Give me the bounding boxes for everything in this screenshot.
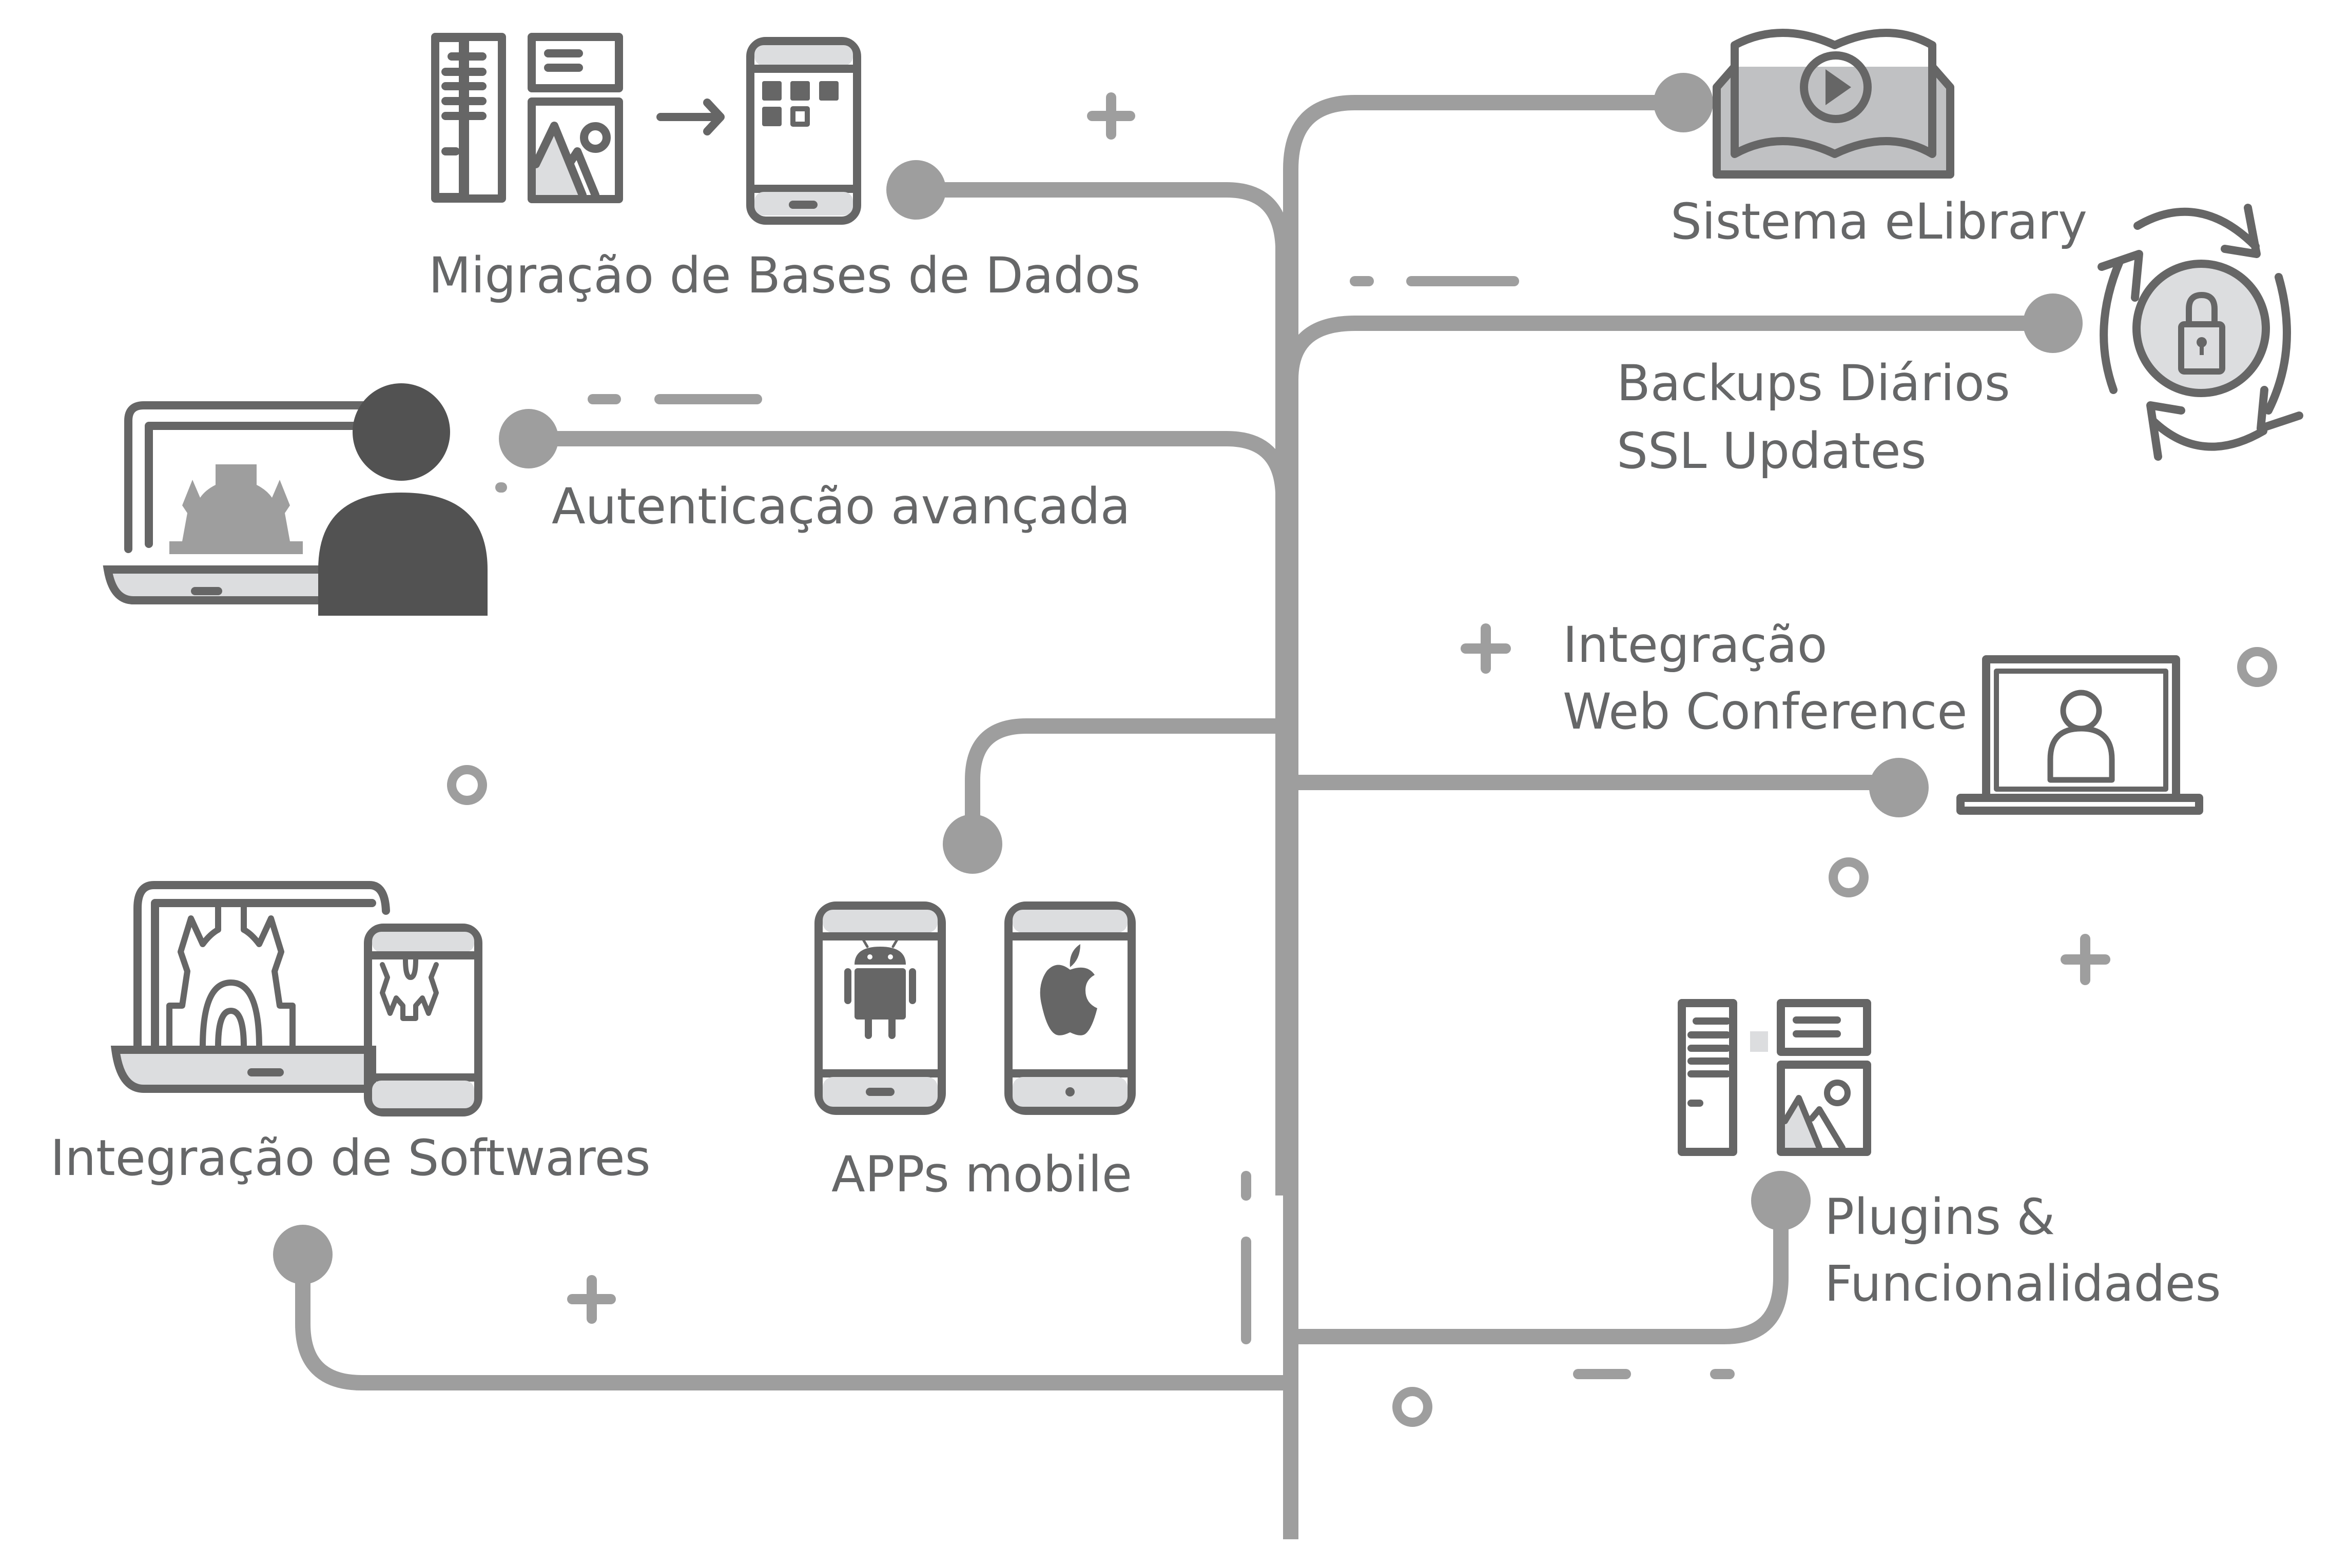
migration-page-layout-icon	[431, 33, 861, 225]
label-backups-line1: Backups Diários	[1617, 355, 2010, 412]
apple-icon	[1040, 944, 1097, 1035]
endpoint-dot-migracao	[886, 160, 946, 220]
label-webconf-line1: Integração	[1563, 616, 1827, 674]
branch-backups	[1283, 316, 2053, 380]
branch-apps	[965, 718, 1291, 844]
book-with-play-icon	[1713, 29, 1954, 179]
laptop-user-video-icon	[1956, 655, 2203, 815]
label-apps: APPs mobile	[831, 1146, 1132, 1203]
trunk-line	[1283, 95, 1678, 1539]
endpoint-dot-backups	[2023, 293, 2083, 353]
label-plugins: Plugins & Funcionalidades	[1824, 1188, 2221, 1312]
endpoint-dot-autenticacao	[499, 409, 558, 468]
decorations	[447, 92, 2277, 1427]
lock-with-sync-arrows-icon	[2098, 204, 2303, 461]
label-plugins-line1: Plugins &	[1824, 1188, 2055, 1246]
label-backups-line2: SSL Updates	[1617, 422, 1927, 480]
user-with-laptop-gear-icon	[103, 383, 488, 616]
connector-tree	[273, 73, 2083, 1539]
laptop-phone-gears-icon	[110, 881, 482, 1116]
plus-icon	[2061, 934, 2110, 985]
branch-plugins	[1291, 1201, 1789, 1344]
branch-migracao	[916, 182, 1291, 1195]
branch-softwares	[295, 1255, 1291, 1390]
label-autenticacao: Autenticação avançada	[552, 478, 1131, 535]
android-icon	[844, 936, 916, 1039]
endpoint-dot-plugins	[1751, 1171, 1811, 1230]
branch-autenticacao	[529, 431, 1291, 494]
ring-decoration	[1392, 1387, 1432, 1427]
plus-icon	[1461, 623, 1511, 674]
label-elibrary: Sistema eLibrary	[1671, 193, 2087, 250]
labels: Migração de Bases de Dados Sistema eLibr…	[50, 193, 2221, 1312]
ring-decoration	[2237, 647, 2277, 687]
plus-icon	[567, 1275, 616, 1324]
endpoint-dot-elibrary	[1654, 73, 1713, 132]
label-softwares: Integração de Softwares	[50, 1129, 651, 1187]
endpoint-dot-softwares	[273, 1225, 333, 1284]
endpoint-dot-apps	[943, 814, 1002, 874]
label-migracao: Migração de Bases de Dados	[429, 247, 1140, 304]
ring-decoration	[1829, 857, 1869, 897]
label-webconf-line2: Web Conference	[1563, 683, 1967, 740]
layout-blocks-icon	[1678, 999, 1871, 1156]
plus-icon	[1087, 92, 1135, 140]
endpoint-dot-webconf	[1869, 758, 1929, 817]
label-plugins-line2: Funcionalidades	[1824, 1255, 2221, 1312]
ring-decoration	[447, 765, 487, 805]
label-webconf: Integração Web Conference	[1563, 616, 1967, 740]
android-ios-phones-icon	[814, 901, 1136, 1115]
label-backups: Backups Diários SSL Updates	[1617, 355, 2026, 480]
